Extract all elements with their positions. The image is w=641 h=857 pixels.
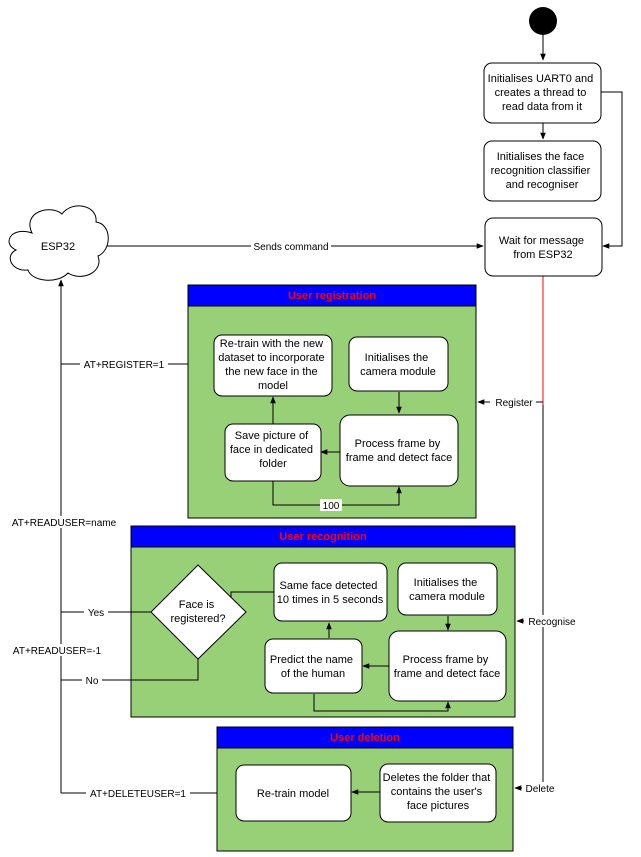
recognise-label: Recognise bbox=[528, 617, 576, 628]
reg-retrain-line-4: model bbox=[258, 380, 288, 392]
loop-100-label: 100 bbox=[323, 501, 340, 512]
rec-same-face-step: Same face detected 10 times in 5 seconds bbox=[273, 562, 388, 622]
init-uart-line-1: Initialises UART0 and bbox=[488, 73, 594, 85]
rec-same-face-line-2: 10 times in 5 seconds bbox=[277, 594, 384, 606]
rec-same-face-line-1: Same face detected bbox=[280, 580, 378, 592]
rec-init-camera-line-1: Initialises the bbox=[414, 577, 478, 589]
svg-text:Initialises UART0 and cr: Initialises UART0 and creates a thread t… bbox=[488, 73, 597, 113]
reg-save-line-1: Save picture of bbox=[235, 430, 309, 442]
svg-text:Re-train model: Re-train model bbox=[257, 788, 329, 800]
reg-retrain-line-1: Re-train with the new bbox=[220, 338, 323, 350]
reg-retrain-step: Re-train with the new dataset to incorpo… bbox=[213, 334, 333, 397]
reg-process-line-2: frame and detect face bbox=[346, 452, 452, 464]
rec-predict-line-1: Predict the name bbox=[270, 654, 353, 666]
del-folder-line-2: contains the user's bbox=[391, 786, 483, 798]
del-retrain-line-1: Re-train model bbox=[257, 788, 329, 800]
reg-retrain-line-3: the new face in the bbox=[225, 366, 317, 378]
rec-decision-line-1: Face is bbox=[179, 599, 215, 611]
svg-text:Initialises the camera m: Initialises the camera module bbox=[409, 577, 485, 603]
rec-decision-diamond: Face is registered? bbox=[150, 564, 247, 660]
esp32-label: ESP32 bbox=[41, 241, 75, 253]
svg-text:Process frame by frame a: Process frame by frame and detect face bbox=[394, 654, 500, 680]
user-recognition-title: User recognition bbox=[279, 531, 367, 543]
reg-process-line-1: Process frame by bbox=[355, 438, 441, 450]
del-retrain-step: Re-train model bbox=[235, 764, 352, 822]
yes-label: Yes bbox=[88, 608, 104, 619]
esp32-cloud: ESP32 bbox=[8, 205, 109, 281]
del-folder-line-1: Deletes the folder that bbox=[383, 772, 491, 784]
init-face-line-3: and recogniser bbox=[506, 179, 579, 191]
init-uart-step: Initialises UART0 and creates a thread t… bbox=[483, 62, 602, 124]
svg-text:Deletes the folder that: Deletes the folder that contains the use… bbox=[383, 772, 494, 812]
wait-line-2: from ESP32 bbox=[513, 249, 572, 261]
user-deletion-title: User deletion bbox=[330, 732, 400, 744]
del-folder-step: Deletes the folder that contains the use… bbox=[379, 763, 497, 823]
init-uart-line-2: creates a thread to bbox=[495, 87, 587, 99]
reg-retrain-line-2: dataset to incorporate bbox=[218, 352, 324, 364]
reg-process-step: Process frame by frame and detect face bbox=[339, 414, 459, 487]
init-uart-line-3: read data from it bbox=[502, 101, 582, 113]
svg-text:Re-train with the new da: Re-train with the new dataset to incorpo… bbox=[218, 338, 327, 392]
svg-text:Process frame by frame a: Process frame by frame and detect face bbox=[346, 438, 452, 464]
svg-text:Wait for message from ES: Wait for message from ESP32 bbox=[499, 235, 587, 261]
no-label: No bbox=[86, 676, 99, 687]
user-registration-title: User registration bbox=[288, 290, 376, 302]
at-readuser-neg-label: AT+READUSER=-1 bbox=[13, 646, 102, 657]
rec-process-step: Process frame by frame and detect face bbox=[388, 630, 507, 702]
rec-decision-line-2: registered? bbox=[170, 613, 225, 625]
svg-text:Face is registered?: Face is registered? bbox=[170, 599, 225, 625]
svg-text:Save picture of face in: Save picture of face in dedicated folder bbox=[230, 430, 316, 470]
init-face-line-1: Initialises the face bbox=[497, 151, 584, 163]
reg-save-picture-step: Save picture of face in dedicated folder bbox=[224, 423, 322, 482]
svg-text:Initialises the camera m: Initialises the camera module bbox=[360, 352, 436, 378]
edge-labels: Sends command Register Recognise Delete … bbox=[10, 240, 578, 800]
init-face-step: Initialises the face recognition classif… bbox=[483, 140, 602, 202]
reg-init-camera-line-2: camera module bbox=[360, 366, 436, 378]
rec-predict-step: Predict the name of the human bbox=[264, 638, 363, 694]
register-label: Register bbox=[495, 398, 533, 409]
sends-command-label: Sends command bbox=[253, 242, 328, 253]
start-node bbox=[529, 7, 557, 35]
wait-message-step: Wait for message from ESP32 bbox=[484, 217, 603, 277]
svg-text:Initialises the face rec: Initialises the face recognition classif… bbox=[491, 151, 594, 191]
wait-line-1: Wait for message bbox=[499, 235, 584, 247]
reg-init-camera-line-1: Initialises the bbox=[365, 352, 429, 364]
rec-init-camera-line-2: camera module bbox=[409, 591, 485, 603]
at-deleteuser-label: AT+DELETEUSER=1 bbox=[90, 789, 186, 800]
rec-init-camera-step: Initialises the camera module bbox=[397, 562, 498, 616]
at-readuser-name-label: AT+READUSER=name bbox=[12, 518, 117, 529]
svg-text:Predict the name of the: Predict the name of the human bbox=[270, 654, 356, 680]
init-face-line-2: recognition classifier bbox=[491, 165, 591, 177]
at-register-label: AT+REGISTER=1 bbox=[84, 360, 165, 371]
rec-predict-line-2: of the human bbox=[281, 668, 345, 680]
reg-init-camera-step: Initialises the camera module bbox=[348, 336, 449, 392]
delete-label: Delete bbox=[526, 784, 555, 795]
svg-text:Same face detected 10 ti: Same face detected 10 times in 5 seconds bbox=[277, 580, 384, 606]
del-folder-line-3: face pictures bbox=[407, 800, 470, 812]
rec-process-line-1: Process frame by bbox=[403, 654, 489, 666]
rec-process-line-2: frame and detect face bbox=[394, 668, 500, 680]
reg-save-line-2: face in dedicated bbox=[230, 444, 313, 456]
reg-save-line-3: folder bbox=[259, 458, 287, 470]
